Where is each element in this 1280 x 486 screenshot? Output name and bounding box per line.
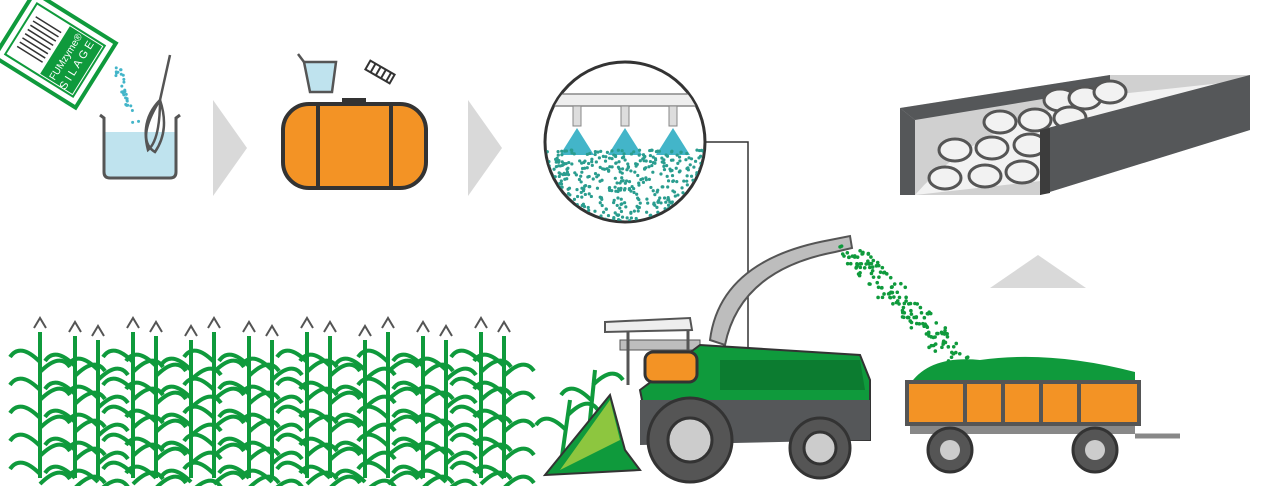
powder-stream [114, 66, 141, 124]
product-packet-icon: FUMzyme® SILAGE [0, 0, 119, 111]
trailer-icon [905, 356, 1180, 474]
silage-bale [937, 137, 973, 163]
corn-field-icon [8, 316, 625, 486]
arrow-right-icon [213, 100, 247, 196]
bunker-silo-icon [900, 75, 1250, 195]
arrow-up-icon [990, 255, 1086, 288]
forage-harvester-icon [542, 234, 871, 484]
corn-plant [8, 316, 72, 486]
corn-plant [472, 320, 536, 486]
mixing-beaker-icon [99, 113, 181, 180]
silage-bale [974, 135, 1010, 161]
tank-icon [281, 98, 428, 190]
arrow-right-icon [468, 100, 502, 196]
silage-bale [967, 163, 1003, 189]
whisk-icon [144, 54, 172, 154]
corn-plant [240, 324, 304, 486]
silage-bale [927, 165, 963, 191]
measuring-jug-icon [297, 53, 338, 94]
silage-bale [1017, 107, 1053, 133]
corn-plant [124, 320, 188, 486]
corn-plant [298, 320, 362, 486]
corn-plant [66, 324, 130, 486]
corn-plant [414, 324, 478, 486]
chopped-forage-stream [838, 244, 970, 365]
test-strip-icon [364, 59, 396, 85]
silage-bale [982, 109, 1018, 135]
silage-bale [1092, 79, 1128, 105]
silage-bale [1004, 159, 1040, 185]
